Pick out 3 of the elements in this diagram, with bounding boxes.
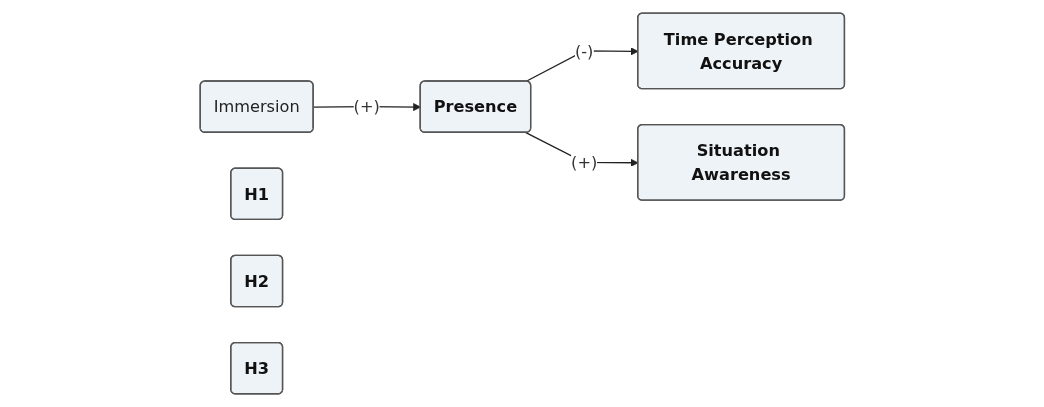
edge-label: (-) [574, 41, 594, 61]
edge-label: (+) [353, 97, 380, 117]
edge-label: (+) [570, 152, 597, 172]
